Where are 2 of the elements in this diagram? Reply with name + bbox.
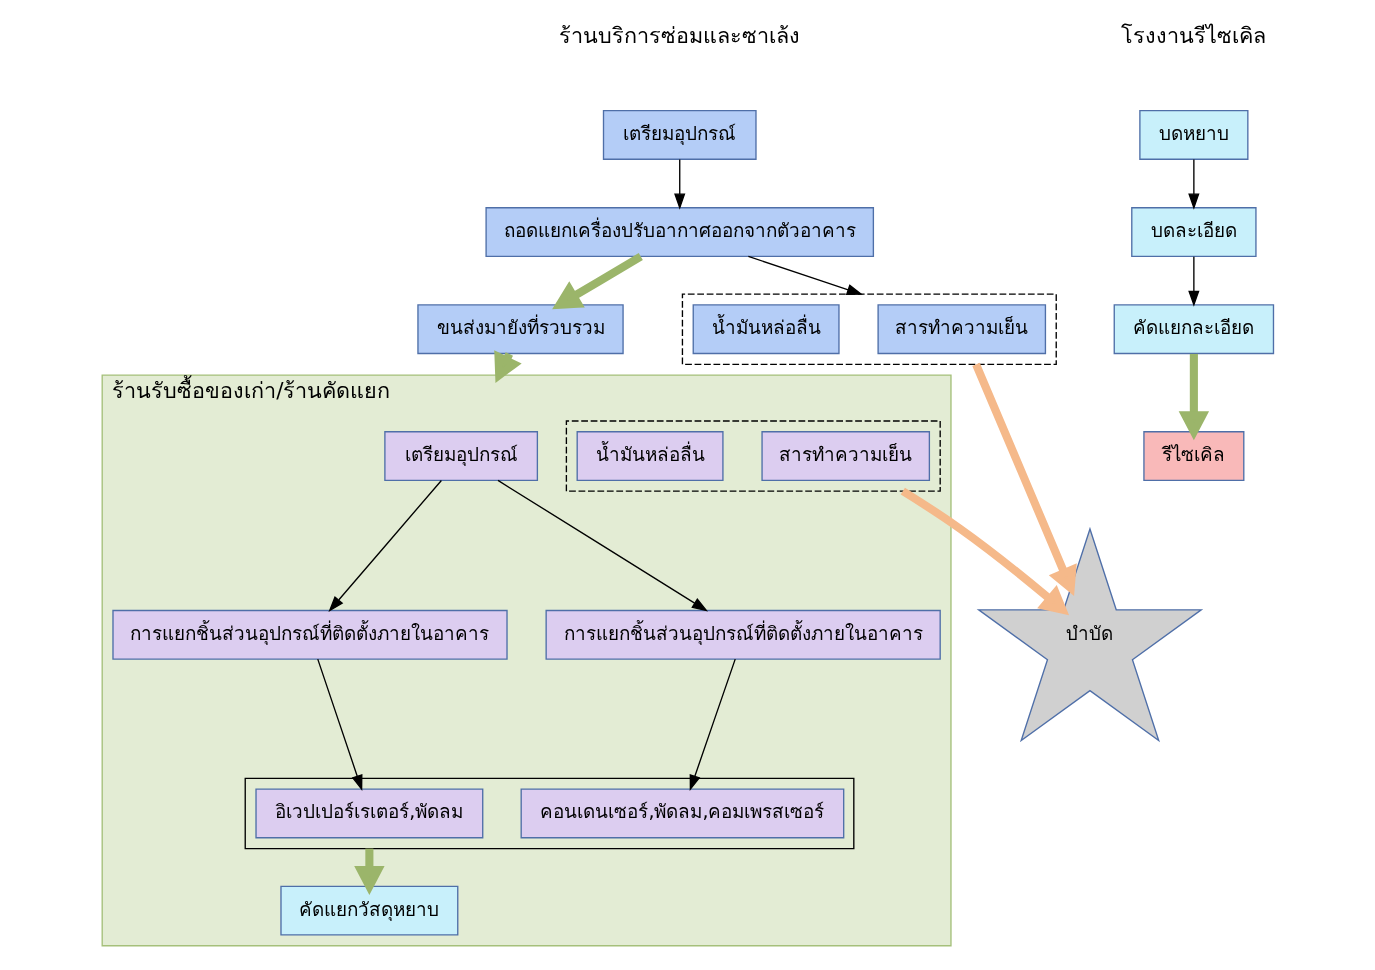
label: โรงงานรีไซเคิล [1121, 22, 1267, 48]
label: ร้านบริการซ่อมและซาเล้ง [559, 22, 801, 48]
